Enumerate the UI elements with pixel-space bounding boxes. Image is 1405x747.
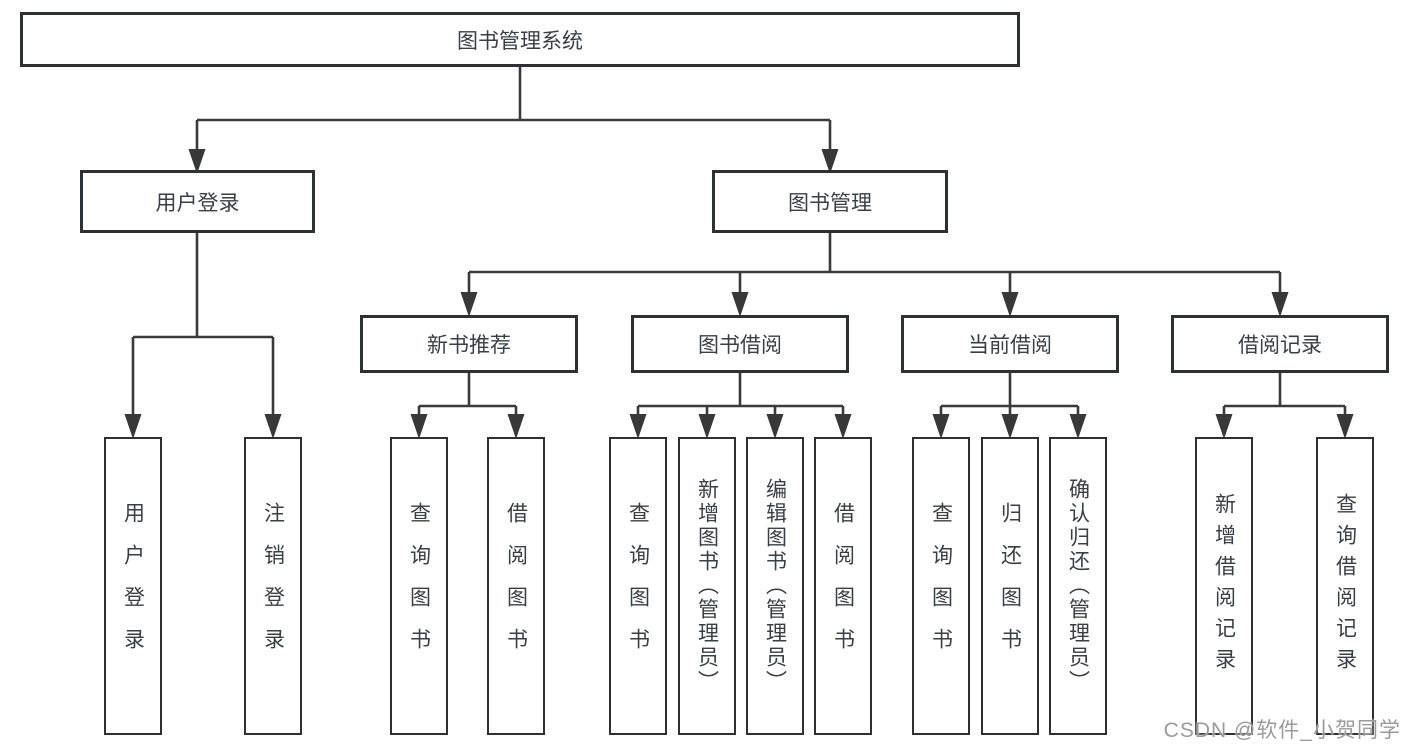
arrow-icon: [1001, 414, 1019, 439]
node-label: 用户登录: [155, 191, 240, 215]
leaf-label: 查询图书: [929, 502, 953, 670]
leaf-borrow-books-recommend: 借阅图书: [487, 437, 545, 735]
leaf-label: 新增图书（管理员）: [695, 478, 719, 694]
arrow-icon: [629, 414, 647, 439]
leaf-label: 借阅图书: [504, 502, 528, 670]
leaf-label: 新增借阅记录: [1212, 493, 1236, 679]
node-label: 借阅记录: [1238, 334, 1322, 357]
arrow-icon: [932, 414, 950, 439]
arrow-icon: [1001, 292, 1019, 317]
node-label: 新书推荐: [427, 334, 511, 357]
leaf-borrow-books: 借阅图书: [814, 437, 872, 735]
leaf-label: 注销登录: [261, 502, 285, 670]
arrow-icon: [460, 292, 478, 317]
arrow-icon: [698, 414, 716, 439]
arrow-icon: [124, 414, 142, 439]
leaf-query-books-recommend: 查询图书: [390, 437, 448, 735]
leaf-label: 确认归还（管理员）: [1066, 478, 1090, 694]
arrow-icon: [834, 414, 852, 439]
leaf-add-borrow-record: 新增借阅记录: [1195, 437, 1253, 735]
node-new-book-recommendation: 新书推荐: [360, 315, 578, 373]
arrow-icon: [1336, 414, 1354, 439]
arrow-icon: [1069, 414, 1087, 439]
arrow-icon: [1215, 414, 1233, 439]
csdn-watermark: CSDN @软件_小贺同学: [1163, 719, 1401, 742]
node-user-login: 用户登录: [80, 170, 315, 233]
arrow-icon: [766, 414, 784, 439]
node-book-borrowing: 图书借阅: [631, 315, 849, 373]
leaf-confirm-return-admin: 确认归还（管理员）: [1049, 437, 1107, 735]
leaf-label: 用户登录: [121, 502, 145, 670]
leaf-edit-books-admin: 编辑图书（管理员）: [746, 437, 804, 735]
leaf-user-login: 用户登录: [104, 437, 162, 735]
leaf-label: 归还图书: [998, 502, 1022, 670]
leaf-query-borrow-record: 查询借阅记录: [1316, 437, 1374, 735]
leaf-query-books-current: 查询图书: [912, 437, 970, 735]
node-borrowing-records: 借阅记录: [1171, 315, 1389, 373]
node-label: 图书借阅: [698, 334, 782, 357]
node-label: 图书管理系统: [457, 29, 583, 53]
leaf-label: 编辑图书（管理员）: [763, 478, 787, 694]
leaf-label: 查询图书: [407, 502, 431, 670]
leaf-add-books-admin: 新增图书（管理员）: [678, 437, 736, 735]
node-book-management: 图书管理: [712, 170, 948, 233]
arrow-icon: [507, 414, 525, 439]
leaf-label: 借阅图书: [831, 502, 855, 670]
node-library-management-system: 图书管理系统: [20, 12, 1020, 67]
leaf-logout: 注销登录: [244, 437, 302, 735]
arrow-icon: [264, 414, 282, 439]
node-current-borrowing: 当前借阅: [901, 315, 1119, 373]
arrow-icon: [410, 414, 428, 439]
node-label: 当前借阅: [968, 334, 1052, 357]
leaf-label: 查询图书: [626, 502, 650, 670]
leaf-query-books-borrow: 查询图书: [609, 437, 667, 735]
arrow-icon: [731, 292, 749, 317]
leaf-label: 查询借阅记录: [1333, 493, 1357, 679]
leaf-return-books: 归还图书: [981, 437, 1039, 735]
arrow-icon: [1271, 292, 1289, 317]
node-label: 图书管理: [788, 191, 872, 215]
